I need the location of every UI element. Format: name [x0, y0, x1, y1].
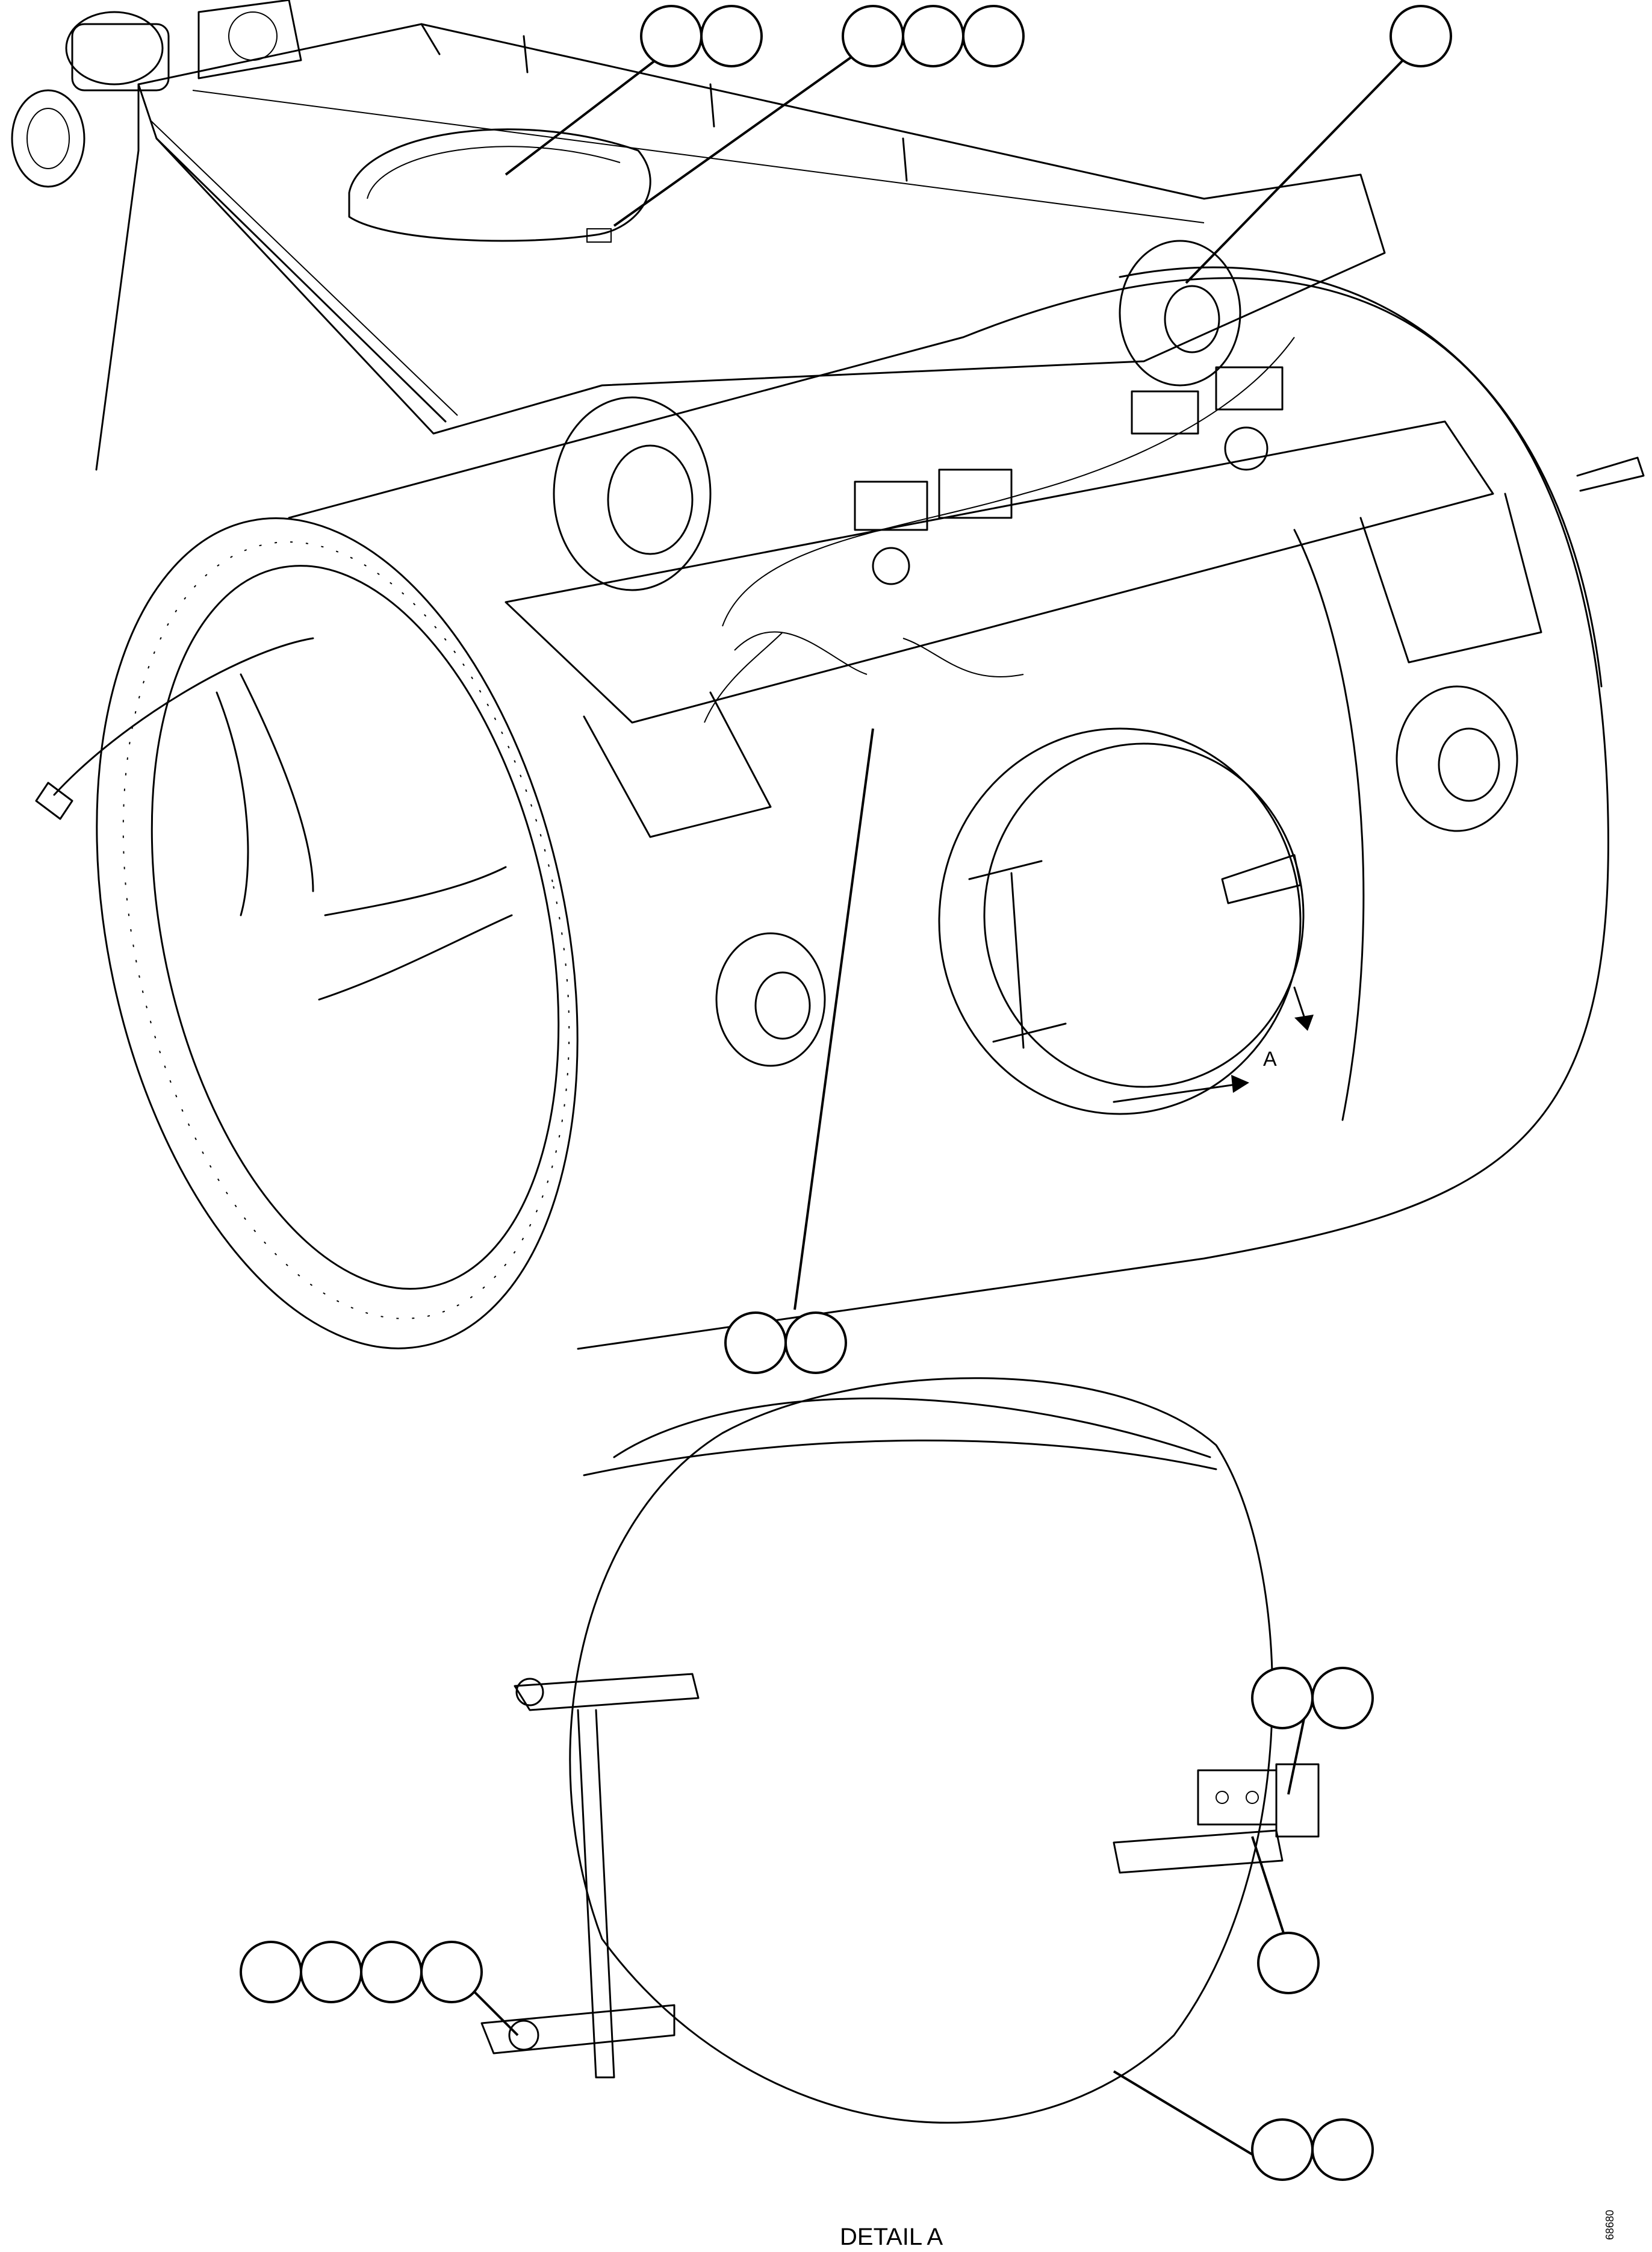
callout-group-8: [1251, 2118, 1374, 2181]
drawing-code: 68680: [1604, 2210, 1616, 2240]
main-body: [288, 277, 1609, 1350]
callout-balloon: [700, 5, 763, 67]
detail-caption: DETAIL A: [840, 2224, 943, 2250]
leader-lines: [468, 47, 1410, 2163]
callout-group-4: [724, 1311, 847, 1374]
nacelle-assembly: A: [11, 0, 1645, 1350]
bearing-housing: [553, 240, 1518, 1067]
callout-balloon: [1251, 2118, 1314, 2181]
callout-balloon: [640, 5, 703, 67]
detail-arrow: A: [1113, 986, 1314, 1103]
callout-balloon: [1251, 1667, 1314, 1729]
callout-balloon: [784, 1311, 847, 1374]
callout-balloon: [420, 1941, 483, 2003]
callout-group-1: [640, 5, 763, 67]
callout-balloon: [962, 5, 1025, 67]
callout-group-2: [842, 5, 1025, 67]
hub-flange-ring: [96, 517, 579, 1349]
detail-a-door: [480, 1377, 1320, 2124]
callout-group-7: [240, 1941, 483, 2003]
callout-balloon: [902, 5, 964, 67]
housing-top: [137, 23, 1386, 435]
door-latch: [1113, 1763, 1320, 1874]
callout-group-3: [1390, 5, 1452, 67]
callout-group-6: [1257, 1932, 1320, 1994]
callout-balloon: [1257, 1932, 1320, 1994]
support-arm: [505, 420, 1494, 724]
callout-balloon: [1311, 2118, 1374, 2181]
callout-balloon: [1311, 1667, 1374, 1729]
cable-harness: [704, 337, 1295, 723]
callout-balloon: [300, 1941, 362, 2003]
callout-group-5: [1251, 1667, 1374, 1729]
top-hatch: [348, 128, 651, 243]
callout-balloon: [842, 5, 904, 67]
gear-motor: [11, 0, 302, 188]
hinge-bar: [480, 1673, 700, 2079]
callout-balloon: [724, 1311, 787, 1374]
callout-balloon: [360, 1941, 423, 2003]
callout-balloon: [240, 1941, 302, 2003]
door-panel: [569, 1377, 1274, 2124]
callout-balloon: [1390, 5, 1452, 67]
hydraulic-hoses: [53, 637, 513, 1001]
view-label: A: [1263, 1048, 1277, 1071]
access-door-opening: [938, 727, 1305, 1115]
